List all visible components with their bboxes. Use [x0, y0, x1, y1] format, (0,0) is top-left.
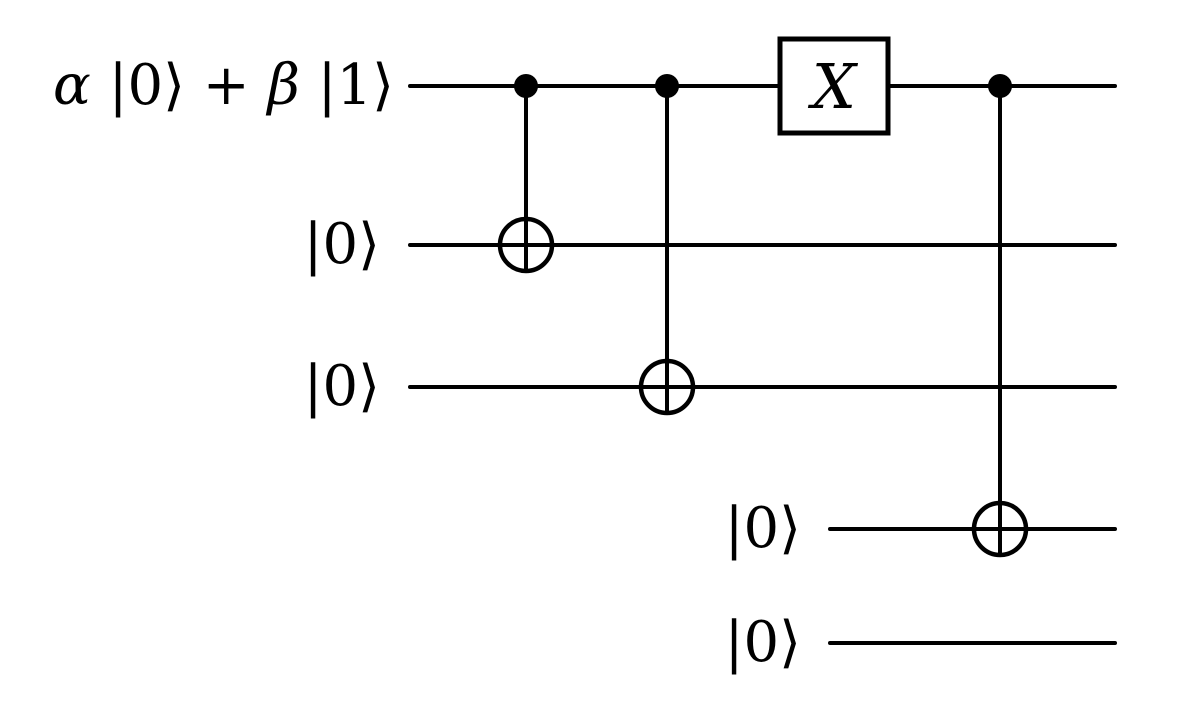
- ket-zero-plus-term: |0⟩ +: [109, 53, 268, 118]
- beta-coefficient: β: [265, 53, 317, 118]
- cnot-3-target-icon: [971, 500, 1029, 558]
- circuit-strokes: [408, 36, 1117, 645]
- cnot-2-control-dot-icon: [655, 74, 679, 98]
- ket-one-term: |1⟩: [318, 53, 394, 118]
- qubit-label-2: |0⟩: [304, 354, 380, 419]
- qubit-label-0: α |0⟩ + β |1⟩: [53, 53, 394, 118]
- cnot-3-control-dot-icon: [988, 74, 1012, 98]
- circuit-labels: α |0⟩ + β |1⟩ |0⟩ |0⟩ |0⟩ |0⟩ X: [53, 50, 859, 675]
- qubit-label-1: |0⟩: [304, 212, 380, 277]
- qubit-label-4: |0⟩: [725, 610, 801, 675]
- cnot-1-target-icon: [497, 216, 555, 274]
- x-gate-label: X: [808, 50, 859, 123]
- cnot-1-control-dot-icon: [514, 74, 538, 98]
- alpha-coefficient: α: [53, 53, 109, 118]
- qubit-label-3: |0⟩: [725, 496, 801, 561]
- cnot-2-target-icon: [638, 358, 696, 416]
- x-gate-box: [777, 36, 891, 136]
- circuit-fills: [514, 74, 1012, 98]
